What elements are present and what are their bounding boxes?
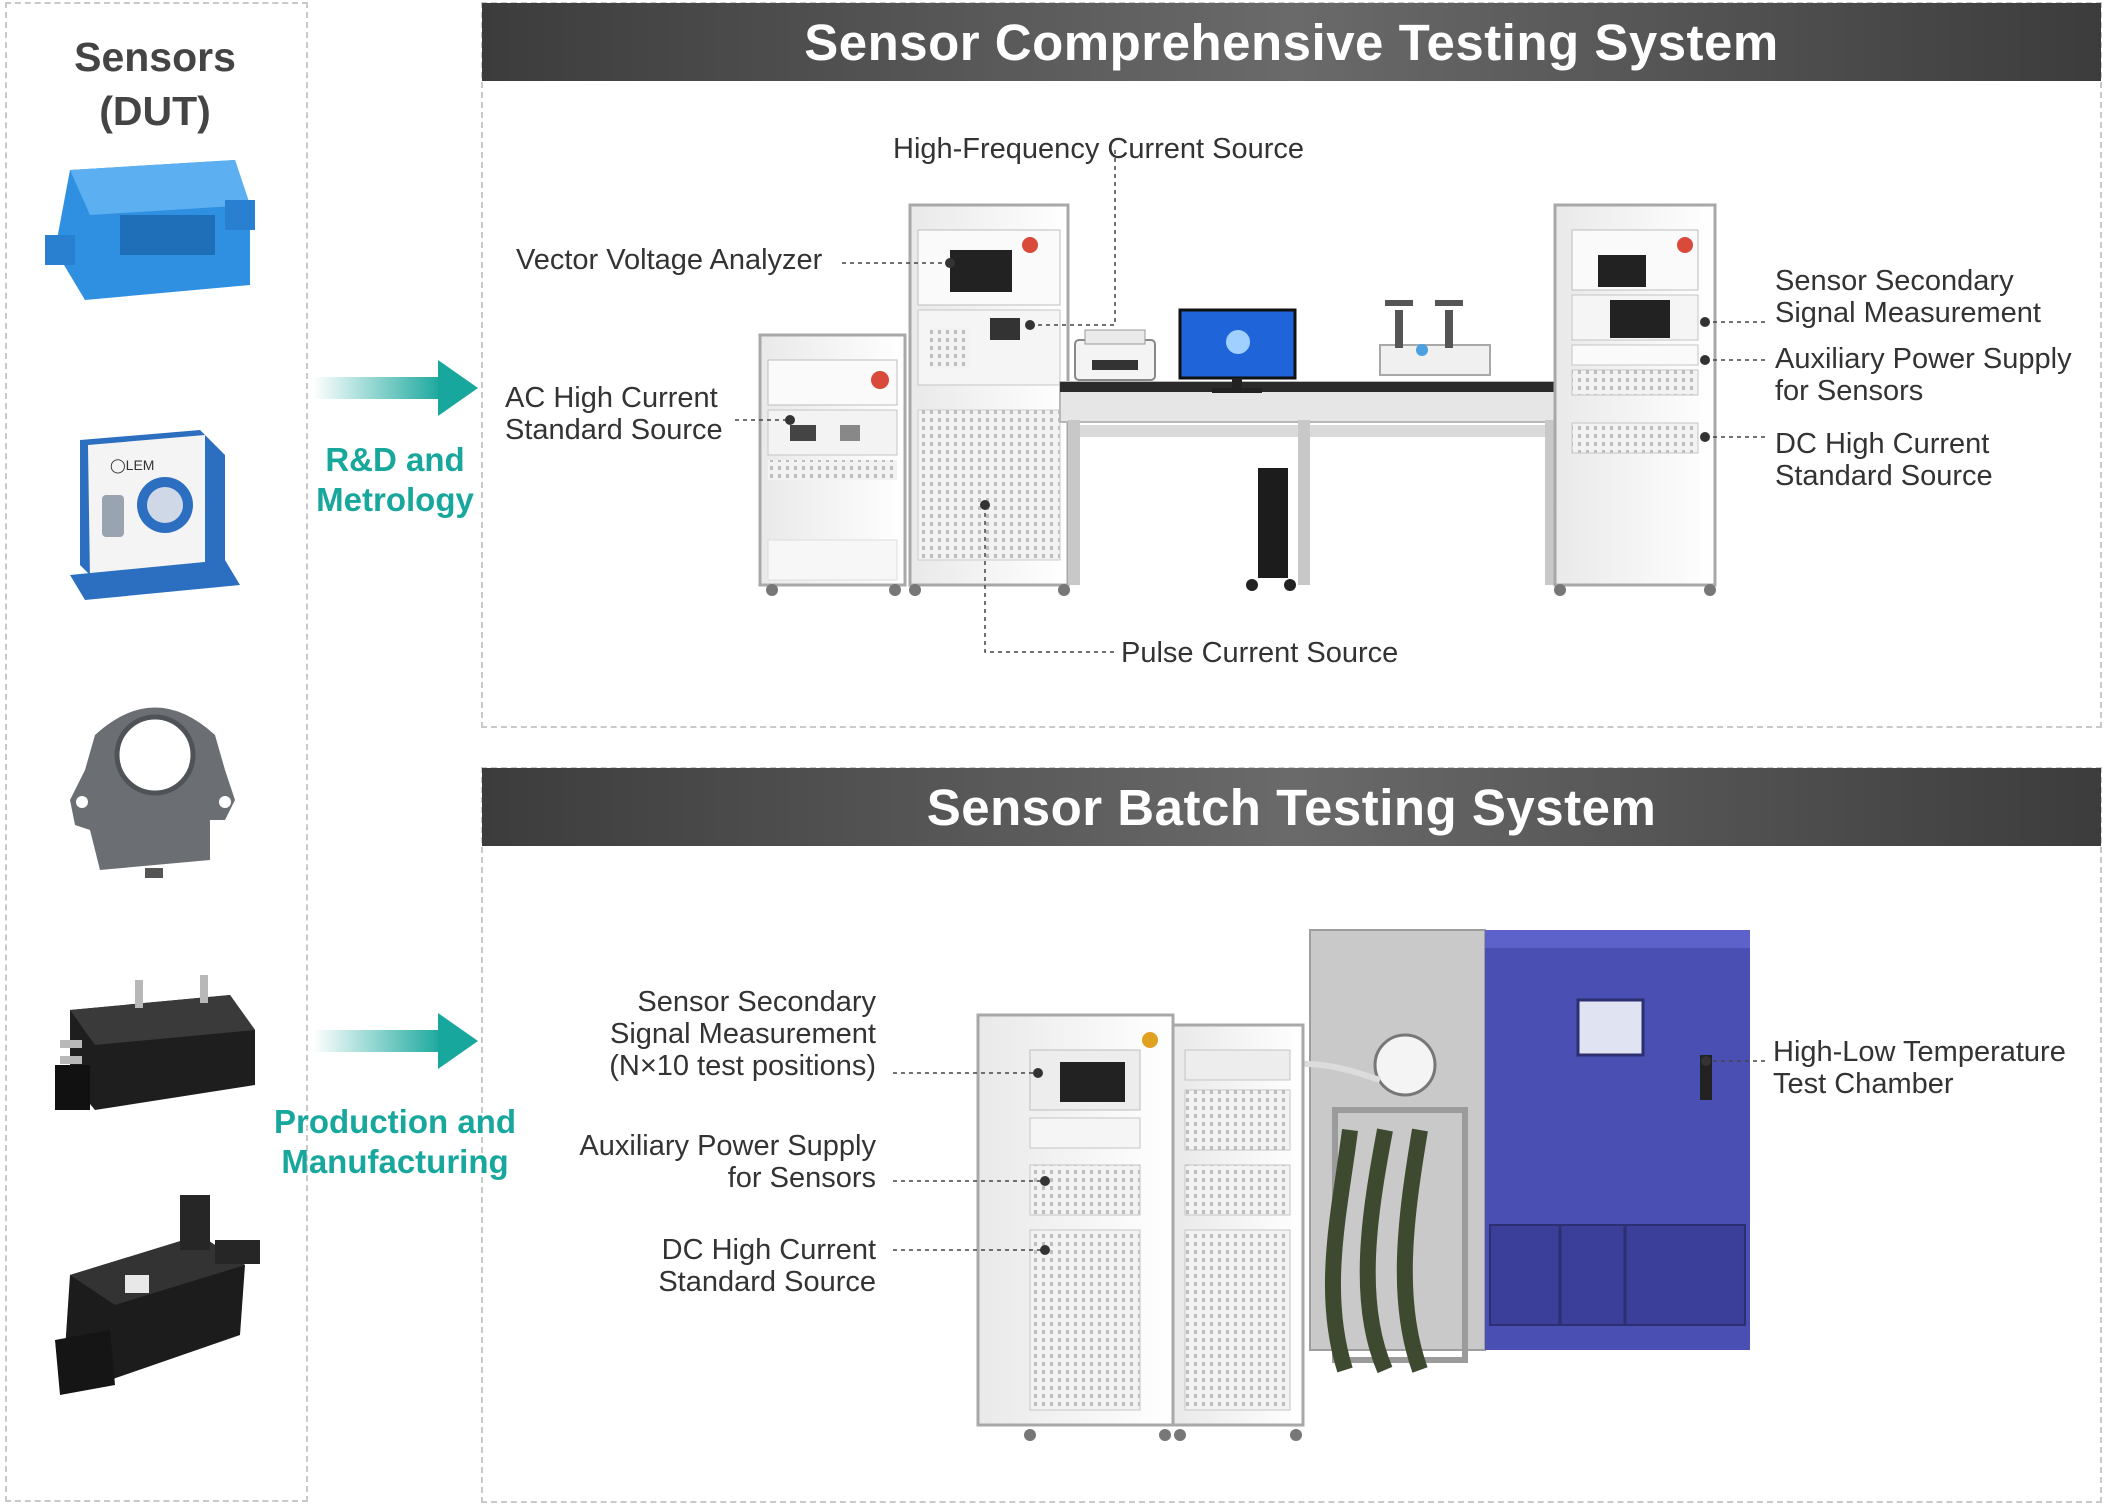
label-aux-power-supply: Auxiliary Power Supply for Sensors	[1775, 343, 2072, 407]
batch-rack-left-icon	[976, 1013, 1175, 1441]
sensors-panel	[5, 2, 308, 1502]
arrow-production-icon	[313, 1013, 478, 1069]
flow-label-production: Production and Manufacturing	[274, 1103, 516, 1180]
label-ac-high-current: AC High Current Standard Source	[505, 382, 723, 446]
batch-leader-lines	[893, 1060, 1765, 1251]
pc-tower-icon	[1246, 468, 1296, 591]
label-hf-current-source: High-Frequency Current Source	[893, 133, 1305, 165]
test-fixture-icon	[1379, 300, 1491, 376]
sensors-title: Sensors (DUT)	[74, 34, 236, 134]
monitor-icon	[1178, 308, 1297, 393]
hall-current-sensor-blue-icon	[45, 160, 255, 300]
central-rack-icon	[908, 203, 1070, 596]
label-pulse-current-source: Pulse Current Source	[1121, 637, 1399, 669]
label-sensor-secondary-meas: Sensor Secondary Signal Measurement	[1775, 265, 2041, 329]
hv-voltage-sensor-icon	[55, 1195, 260, 1395]
temperature-chamber-icon	[1309, 929, 1750, 1351]
svg-text:◯LEM: ◯LEM	[110, 457, 154, 474]
printer-icon	[1074, 329, 1156, 381]
label-batch-aux-power: Auxiliary Power Supply for Sensors	[579, 1130, 876, 1194]
ac-current-source-rack-icon	[758, 333, 907, 596]
lem-ultrastab-sensor-icon: ◯LEM	[70, 430, 240, 600]
label-batch-secondary-meas: Sensor Secondary Signal Measurement (N×1…	[609, 986, 876, 1082]
batch-rack-right-icon	[1171, 1023, 1305, 1441]
ring-current-sensor-icon	[70, 707, 235, 878]
voltage-module-sensor-icon	[55, 975, 255, 1110]
batch-leader-dots	[1033, 1056, 1711, 1255]
label-vector-voltage-analyzer: Vector Voltage Analyzer	[516, 244, 823, 276]
batch-title: Sensor Batch Testing System	[482, 768, 2101, 846]
cable-rack-icon	[1279, 1060, 1468, 1374]
right-rack-icon	[1553, 203, 1717, 596]
label-temperature-chamber: High-Low Temperature Test Chamber	[1773, 1036, 2066, 1100]
workbench-icon	[1059, 381, 1566, 585]
label-batch-dc-high-current: DC High Current Standard Source	[658, 1234, 876, 1298]
comprehensive-leader-dots	[785, 258, 1710, 510]
comprehensive-title: Sensor Comprehensive Testing System	[482, 3, 2101, 81]
comprehensive-leader-lines	[735, 150, 1765, 653]
label-dc-high-current: DC High Current Standard Source	[1775, 428, 1993, 492]
arrow-rnd-icon	[313, 360, 478, 416]
flow-label-rnd: R&D and Metrology	[316, 441, 474, 518]
